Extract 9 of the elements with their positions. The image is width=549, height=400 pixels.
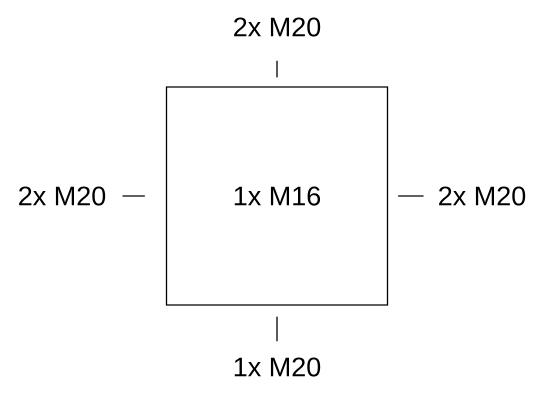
port-label: 2x M20 xyxy=(234,17,320,37)
box: 1x M16 xyxy=(166,86,388,306)
leader-line xyxy=(276,316,278,342)
port-label: 2x M20 xyxy=(439,186,526,206)
port-label: 1x M20 xyxy=(234,357,320,377)
leader-line xyxy=(398,195,424,197)
port-label: 2x M20 xyxy=(19,186,106,206)
leader-line xyxy=(122,195,145,197)
leader-line xyxy=(276,60,278,78)
